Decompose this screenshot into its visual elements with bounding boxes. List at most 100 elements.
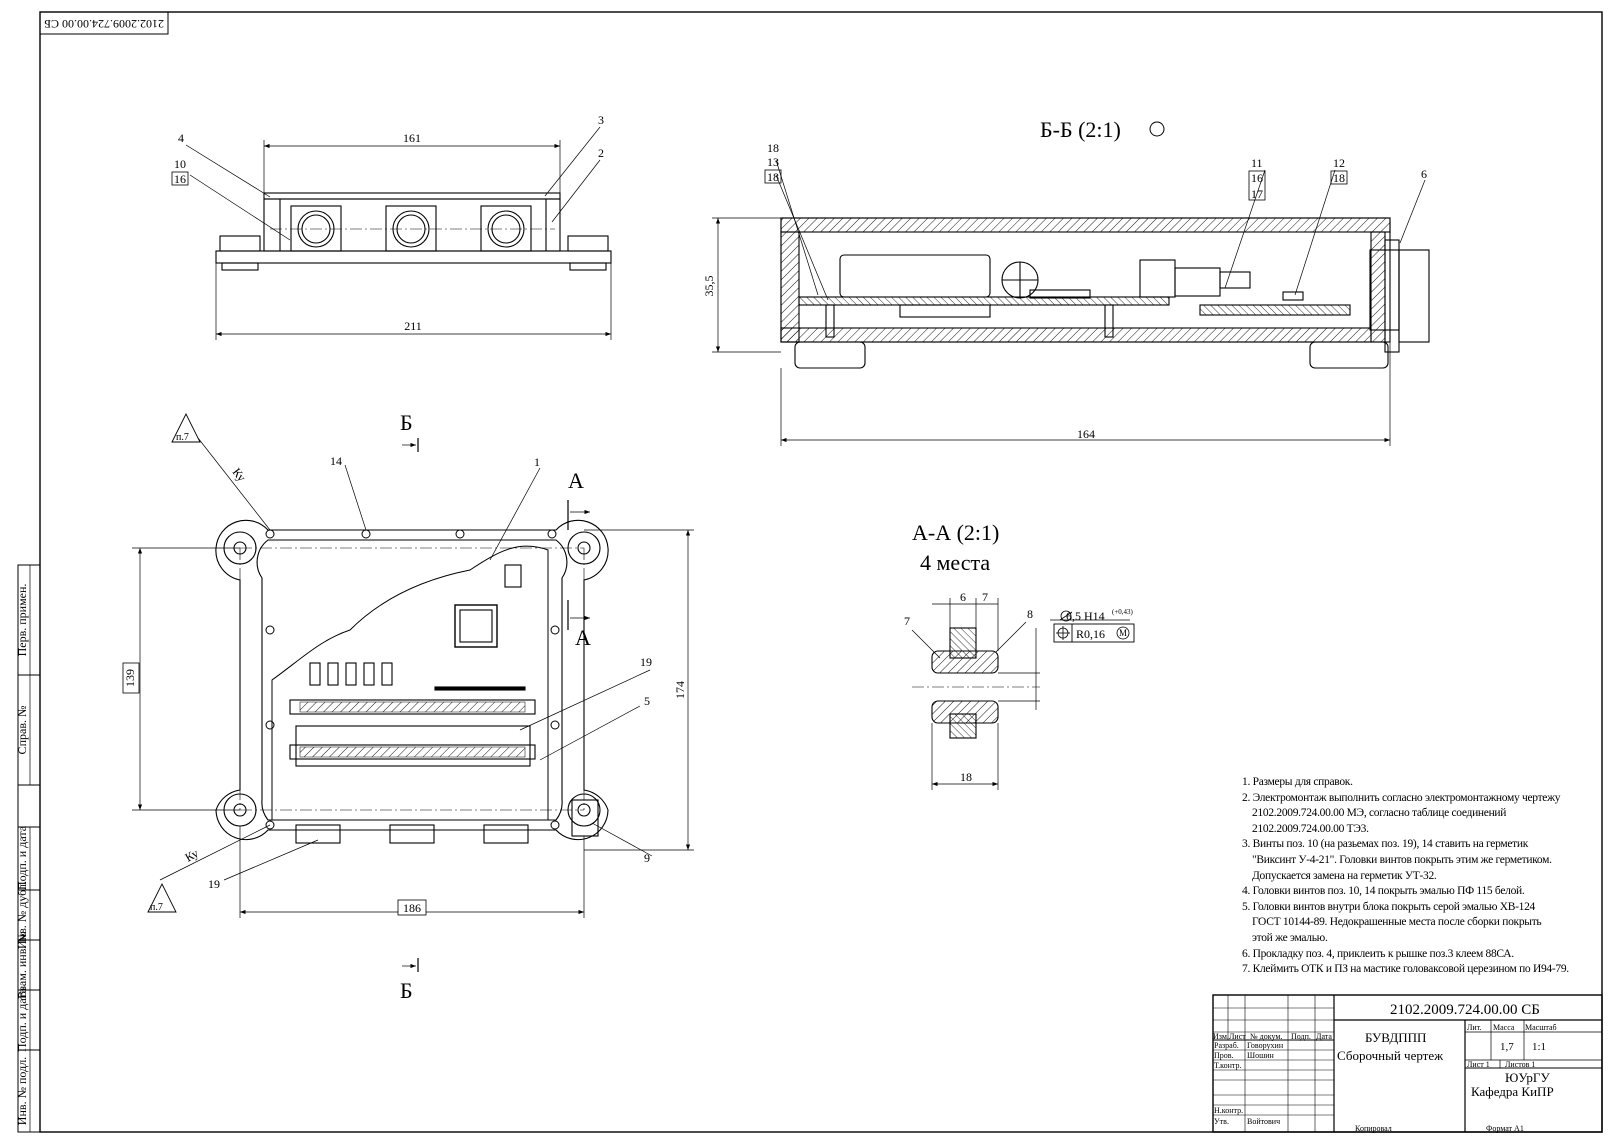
tb-role-tkontr: Т.контр. — [1214, 1061, 1241, 1070]
note-line: 4. Головки винтов поз. 10, 14 покрыть эм… — [1242, 885, 1525, 898]
callout-plan-14: 14 — [330, 454, 342, 468]
section-bb-callouts: 18 13 18 11 16 17 12 18 6 — [764, 141, 1427, 201]
stamp-code-box: 2102.2009.724.00.00 СБ — [39, 11, 169, 35]
tb-lit: Лит. — [1467, 1023, 1482, 1032]
section-bb-title: Б-Б (2:1) — [1040, 117, 1121, 142]
section-aa-title: А-А (2:1) — [912, 520, 999, 545]
tb-col-doc: № докум. — [1250, 1032, 1282, 1041]
tb-sheet: Лист 1 — [1467, 1060, 1490, 1069]
callout-bb-6: 6 — [1421, 167, 1427, 181]
tb-role-utv: Утв. — [1214, 1117, 1229, 1126]
plan-view — [215, 519, 609, 844]
mark-p7-bottom: п.7 — [150, 902, 163, 913]
view-letter-b-bottom: Б — [400, 978, 413, 1003]
tb-massa-val: 1,7 — [1500, 1041, 1514, 1053]
callout-bb-17: 17 — [1251, 187, 1263, 201]
tb-role-nkontr: Н.контр. — [1214, 1106, 1243, 1115]
tb-sheets: Листов 1 — [1505, 1060, 1535, 1069]
callout-bb-12: 12 — [1333, 156, 1345, 170]
stamp-code: 2102.2009.724.00.00 СБ — [44, 17, 164, 31]
tolerance-frame: 6,5 H14 (+0,43) R0,16 M — [1053, 608, 1135, 643]
dim-hole-tol: (+0,43) — [1112, 608, 1134, 616]
title-block — [1212, 994, 1603, 1133]
callout-plan-5: 5 — [644, 694, 650, 708]
note-line: 1. Размеры для справок. — [1242, 776, 1353, 788]
section-bb-dims — [712, 159, 1426, 446]
side-label-5: Взам. инв. № — [15, 931, 29, 999]
callout-aa-8: 8 — [1027, 607, 1033, 621]
dim-aa-w1: 6 — [960, 590, 966, 604]
section-aa-view — [912, 627, 1040, 739]
note-line: этой же эмалью. — [1252, 931, 1328, 944]
title-block-text: 2102.2009.724.00.00 СБ БУВДППП Сборочный… — [1213, 1002, 1557, 1133]
note-line: 2102.2009.724.00.00 ТЭ3. — [1252, 822, 1369, 835]
tb-massa: Масса — [1493, 1023, 1515, 1032]
note-line: 5. Головки винтов внутри блока покрыть с… — [1242, 900, 1535, 913]
callout-top-4: 4 — [178, 131, 184, 145]
tb-doc-type: Сборочный чертеж — [1337, 1048, 1444, 1063]
dim-plan-height: 139 — [123, 669, 137, 687]
callout-plan-9: 9 — [644, 851, 650, 865]
side-label-6: Подп. и дата — [15, 987, 29, 1052]
callout-aa-7: 7 — [904, 614, 910, 628]
note-line: 2102.2009.724.00.00 МЭ, согласно таблице… — [1252, 807, 1507, 820]
callout-top-3: 3 — [598, 113, 604, 127]
view-letter-a-top: А — [568, 468, 584, 493]
callout-top-16: 16 — [174, 172, 186, 186]
note-line: 3. Винты поз. 10 (на разьемах поз. 19), … — [1242, 838, 1528, 851]
side-label-3: Подп. и дата — [15, 825, 29, 890]
callout-bb-18a: 18 — [767, 141, 779, 155]
tb-org1: ЮУрГУ — [1505, 1070, 1550, 1085]
technical-notes: 1. Размеры для справок. 2. Электромонтаж … — [1242, 775, 1602, 978]
tb-name-utv: Войтович — [1247, 1117, 1280, 1126]
note-line: ГОСТ 10144-89. Недокрашенные места после… — [1252, 916, 1542, 929]
section-bb-view — [780, 217, 1430, 369]
mark-ku-bottom: Ку — [183, 846, 201, 865]
section-aa-count: 4 места — [920, 550, 990, 575]
dim-bb-height: 35,5 — [702, 276, 716, 297]
tb-col-list: Лист — [1229, 1032, 1246, 1041]
surface-marks: п.7 п.7 Ку Ку — [147, 412, 249, 913]
callout-bb-13: 13 — [767, 155, 779, 169]
side-labels: Перв. примен. Справ. № Подп. и дата Инв.… — [15, 584, 29, 1126]
connector-2 — [385, 205, 437, 252]
tb-org2: Кафедра КиПР — [1471, 1084, 1554, 1099]
side-label-1: Перв. примен. — [15, 584, 29, 657]
tb-scale-val: 1:1 — [1532, 1041, 1546, 1053]
callout-bb-11: 11 — [1251, 156, 1263, 170]
sheet-frame — [17, 11, 1603, 1133]
tolerance-modifier: M — [1119, 628, 1127, 638]
top-view-dims — [185, 126, 612, 340]
tb-format: Формат А1 — [1486, 1124, 1524, 1133]
note-line: 2. Электромонтаж выполнить согласно элек… — [1242, 791, 1561, 804]
note-line: Допускается замена на герметик УТ-32. — [1252, 869, 1437, 882]
callout-bb-16: 16 — [1251, 171, 1263, 185]
mark-ku-top: Ку — [230, 465, 249, 484]
dim-plan-total-height: 174 — [673, 681, 687, 699]
tb-masshtab: Масштаб — [1525, 1023, 1557, 1032]
tb-col-izm: Изм. — [1213, 1032, 1229, 1041]
callout-plan-1: 1 — [534, 455, 540, 469]
tb-col-sign: Подп. — [1291, 1032, 1311, 1041]
callout-bb-18c: 18 — [1333, 171, 1345, 185]
callout-plan-19a: 19 — [640, 655, 652, 669]
tb-col-date: Дата — [1316, 1032, 1332, 1041]
dim-aa-w2: 7 — [982, 590, 988, 604]
connector-1 — [290, 205, 342, 252]
tb-name: БУВДППП — [1365, 1030, 1426, 1045]
side-label-4: Инв. № дубл. — [15, 881, 29, 949]
dim-top-width: 161 — [403, 131, 421, 145]
surface-mark-circle — [1149, 121, 1165, 137]
note-line: 6. Прокладку поз. 4, приклеить к рышке п… — [1242, 947, 1514, 960]
callout-plan-19b: 19 — [208, 877, 220, 891]
dim-aa-len: 18 — [960, 770, 972, 784]
view-letter-b-top: Б — [400, 410, 413, 435]
position-tolerance: R0,16 — [1076, 627, 1105, 641]
side-label-2: Справ. № — [15, 706, 29, 755]
mark-p7-top: п.7 — [176, 432, 189, 443]
note-line: 7. Клеймить ОТК и ПЗ на мастике головакс… — [1242, 963, 1569, 976]
top-view — [215, 192, 612, 271]
plan-callouts: 14 1 19 5 9 19 — [208, 454, 652, 891]
callout-top-2: 2 — [598, 146, 604, 160]
